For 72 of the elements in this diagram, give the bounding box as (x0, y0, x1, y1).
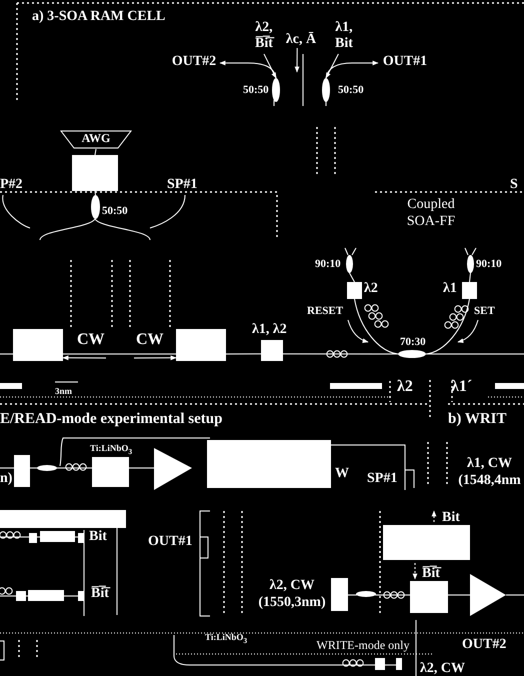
annotation-text: OUT#2 (462, 636, 506, 653)
annotation-text: Coupled SOA-FF (406, 196, 456, 230)
annotation-text: 3nm (55, 385, 72, 397)
fiber-coupler (398, 350, 426, 358)
arrow (294, 48, 300, 73)
component-label: λ1, λ2 (252, 322, 287, 338)
annotation-text: RESET (307, 304, 344, 318)
annotation-text: λ1, CW (1548,4nm (457, 455, 522, 489)
device-box (176, 329, 226, 361)
arrow (326, 60, 379, 78)
fiber-line (349, 272, 355, 282)
fiber-coupler (346, 255, 353, 273)
fiber-line (426, 298, 470, 354)
edge-label: CW (77, 332, 105, 348)
component-label: 70:30 (400, 336, 426, 348)
annotation-text: λ2, CW (420, 660, 465, 676)
arrow (219, 60, 276, 78)
fiber-line (62, 353, 176, 354)
annotation-text: Bit (89, 528, 107, 545)
annotation-text: SP#1 (367, 470, 398, 487)
annotation-text: λ1´ (451, 377, 472, 396)
component-label: 50:50 (243, 84, 269, 96)
annotation-text: n) (0, 470, 12, 487)
fiber-line (226, 353, 262, 354)
device-box (13, 329, 63, 361)
fiber-line (94, 190, 96, 196)
fiber-coupler (91, 195, 100, 219)
panel-title: E/READ-mode experimental setup (0, 410, 222, 428)
annotation-text: SP#1 (167, 176, 198, 193)
arrow (326, 54, 339, 79)
fiber-coupler (467, 255, 474, 273)
annotation-text: OUT#1 (148, 533, 192, 550)
annotation-text: λ2, CW (1550,3nm) (257, 577, 327, 611)
component-label: 50:50 (338, 84, 364, 96)
annotation-text: B̅i̅t̅ (91, 585, 109, 602)
port-label: λc, Ā (282, 32, 320, 48)
device-box (261, 340, 283, 361)
port-label: OUT#2 (168, 54, 220, 72)
device-box (347, 282, 362, 299)
arrow (62, 355, 106, 360)
fiber-line (469, 272, 471, 282)
port-label: OUT#1 (378, 54, 432, 72)
fiber-coupler (272, 78, 280, 102)
port-label: λ1, Bit (330, 20, 358, 54)
annotation-text: Ti:LiNbO$_{3}$ (90, 442, 132, 458)
annotation-text: Ti:LiNbO$_{3}$ (205, 631, 248, 647)
annotation-text: Bit (442, 509, 460, 526)
device-box (72, 155, 118, 191)
fiber-coupler (322, 78, 330, 102)
fiber-line (282, 353, 398, 354)
port-label: λ2, B̅i̅t̅ (250, 20, 278, 54)
device-box (462, 282, 477, 299)
arrow (134, 355, 177, 360)
arrow (264, 54, 276, 79)
panel-title: b) WRIT (448, 410, 506, 428)
annotation-text: λ2 (397, 377, 413, 396)
annotation-text: P#2 (0, 176, 23, 193)
annotation-text: S (510, 176, 518, 193)
annotation-text: SET (474, 304, 495, 318)
component-label: 50:50 (102, 205, 128, 217)
annotation-text: WRITE-mode only (316, 638, 410, 653)
fiber-line (354, 298, 398, 354)
edge-label: CW (136, 332, 164, 348)
annotation-text: B̅i̅t̅ (422, 565, 440, 582)
component-label: λ1 (443, 281, 457, 297)
component-label: 90:10 (476, 258, 502, 270)
component-label: 90:10 (315, 258, 341, 270)
panel-title: a) 3-SOA RAM CELL (32, 8, 166, 25)
fiber-line (94, 148, 96, 156)
annotation-text: W (335, 465, 349, 482)
awg-block: AWG (60, 130, 132, 149)
component-label: λ2 (364, 281, 378, 297)
